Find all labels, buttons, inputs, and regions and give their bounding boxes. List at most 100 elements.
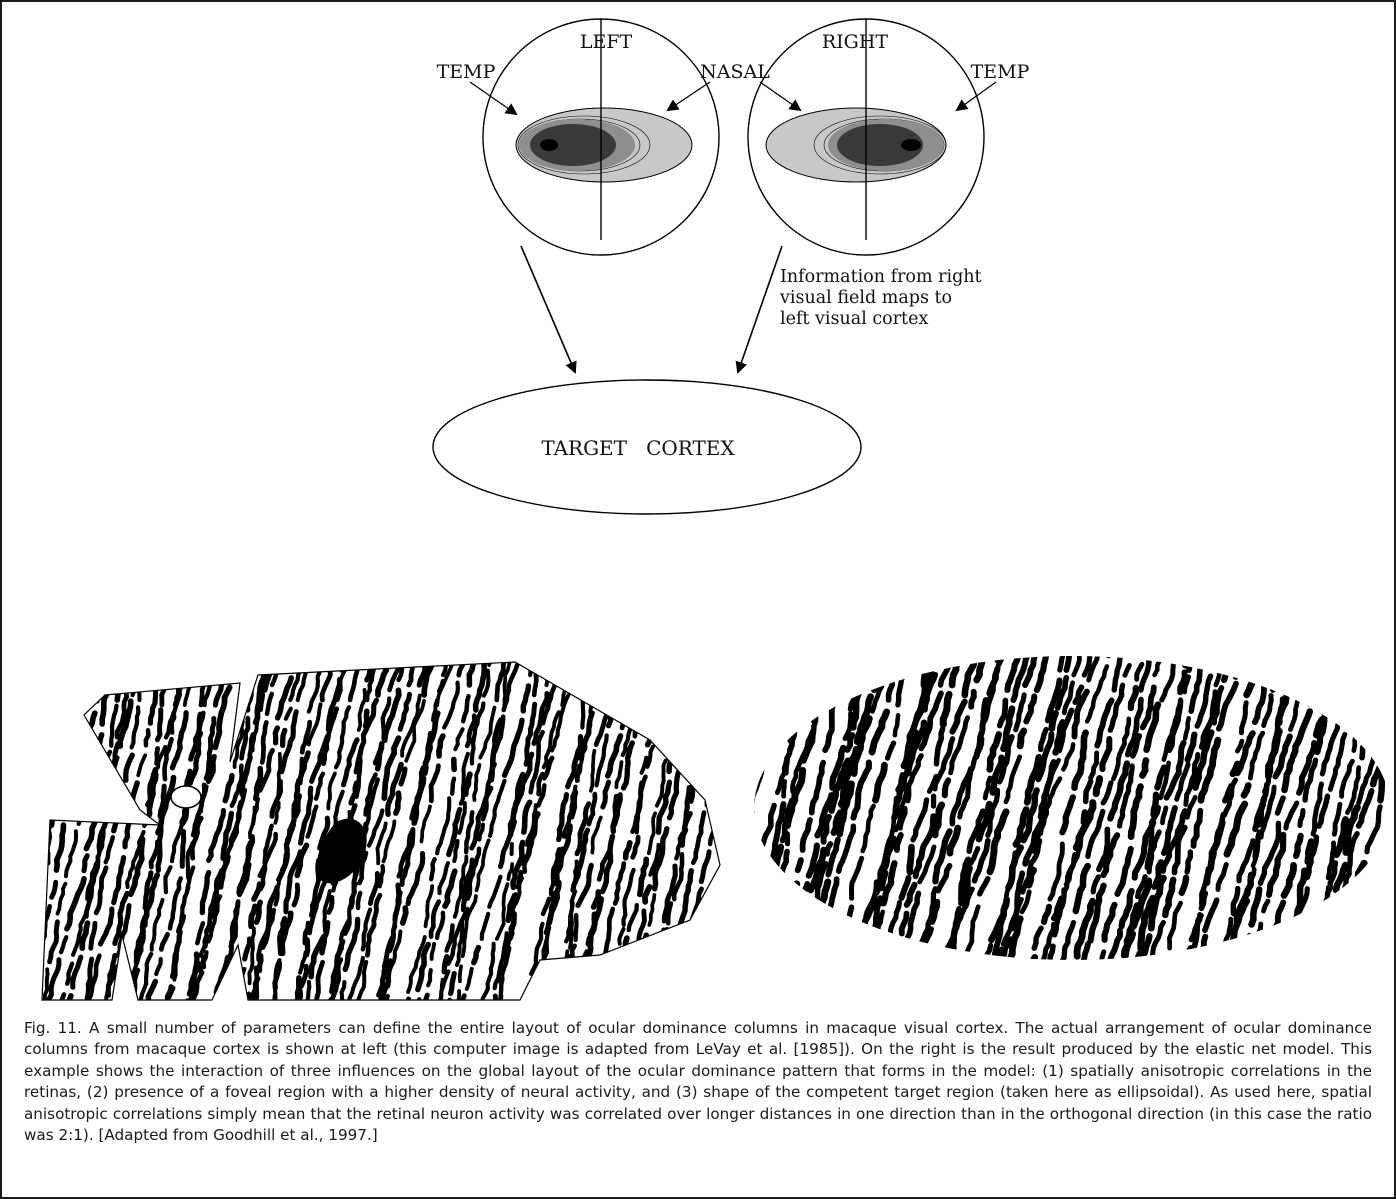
ocular-dominance-stripe <box>638 640 652 690</box>
ocular-dominance-stripe <box>761 696 783 756</box>
ocular-dominance-stripe <box>732 825 743 850</box>
ocular-dominance-stripe <box>758 678 766 713</box>
nasal-label: NASAL <box>700 61 770 83</box>
annotation-line-3: left visual cortex <box>780 309 928 329</box>
ocular-dominance-stripe <box>685 707 689 722</box>
ocular-dominance-stripe <box>647 650 655 675</box>
ocular-dominance-stripe <box>719 886 727 911</box>
ocular-dominance-stripe <box>689 955 706 1010</box>
ocular-dominance-stripe <box>415 999 419 1010</box>
ocular-dominance-stripe <box>572 792 576 817</box>
ocular-dominance-stripe <box>720 784 722 799</box>
ocular-dominance-stripe <box>341 650 343 670</box>
ocular-dominance-stripe <box>605 956 620 1006</box>
ocular-dominance-stripe <box>0 864 1 909</box>
ocular-dominance-stripe <box>733 779 740 834</box>
ocular-dominance-stripe <box>689 640 707 700</box>
ocular-dominance-stripe <box>38 650 40 675</box>
ocular-dominance-stripe <box>403 908 406 923</box>
ocular-dominance-stripe <box>1182 966 1193 996</box>
ocular-dominance-stripe <box>146 730 149 745</box>
ocular-dominance-stripe <box>1224 640 1239 680</box>
ocular-dominance-stripe <box>998 640 1000 660</box>
ocular-dominance-stripe <box>23 650 32 700</box>
ocular-dominance-stripe <box>636 975 653 1010</box>
ocular-dominance-stripe <box>133 650 143 695</box>
ocular-dominance-stripe <box>1376 700 1385 740</box>
ocular-dominance-stripe <box>37 650 50 695</box>
ocular-dominance-stripe <box>622 673 635 728</box>
ocular-dominance-stripe <box>782 640 788 665</box>
ocular-dominance-stripe <box>784 781 785 796</box>
ocular-dominance-stripe <box>565 1007 569 1010</box>
ocular-dominance-stripe <box>728 741 730 766</box>
ocular-dominance-stripe <box>33 705 36 740</box>
ocular-dominance-stripe <box>1138 971 1150 1010</box>
ocular-dominance-stripe <box>702 692 711 717</box>
ocular-dominance-stripe <box>1323 640 1325 655</box>
ocular-dominance-stripe <box>428 970 431 985</box>
ocular-dominance-stripe <box>653 707 659 737</box>
ocular-dominance-stripe <box>1339 900 1343 925</box>
ocular-dominance-stripe <box>62 650 67 690</box>
ocular-dominance-stripe <box>707 755 712 805</box>
ocular-dominance-stripe <box>582 693 584 728</box>
ocular-dominance-stripe <box>576 915 577 940</box>
ocular-dominance-stripe <box>706 936 709 951</box>
ocular-dominance-stripe <box>1359 640 1367 665</box>
ocular-dominance-stripe <box>719 897 723 912</box>
ocular-dominance-stripe <box>727 640 737 680</box>
ocular-dominance-stripe <box>113 650 118 665</box>
ocular-dominance-stripe <box>693 687 697 702</box>
ocular-dominance-stripe <box>261 695 263 710</box>
ocular-dominance-stripe <box>84 856 87 871</box>
ocular-dominance-stripe <box>635 681 644 736</box>
ocular-dominance-stripe <box>104 752 110 782</box>
ocular-dominance-stripe <box>776 675 782 700</box>
ocular-dominance-stripe <box>570 903 573 948</box>
ocular-dominance-stripe <box>565 951 568 966</box>
ocular-dominance-stripe <box>3 942 9 972</box>
ocular-dominance-stripe <box>128 650 136 675</box>
ocular-dominance-stripe <box>804 640 811 670</box>
ocular-dominance-stripe <box>643 676 652 726</box>
ocular-dominance-stripe <box>1142 761 1146 776</box>
ocular-dominance-stripe <box>275 728 277 743</box>
ocular-dominance-stripe <box>35 879 43 904</box>
ocular-dominance-stripe <box>1298 939 1311 984</box>
ocular-dominance-stripe <box>185 1001 188 1010</box>
ocular-dominance-stripe <box>12 712 21 752</box>
ocular-dominance-stripe <box>892 943 902 968</box>
ocular-dominance-stripe <box>678 650 683 675</box>
ocular-dominance-stripe <box>54 683 74 743</box>
ocular-dominance-stripe <box>736 950 752 1005</box>
ocular-dominance-stripe <box>1385 745 1392 770</box>
ocular-dominance-stripe <box>1029 870 1034 885</box>
ocular-dominance-stripe <box>79 774 91 824</box>
ocular-dominance-stripe <box>3 650 10 680</box>
ocular-dominance-stripe <box>657 701 672 751</box>
ocular-dominance-stripe <box>260 956 262 971</box>
ocular-dominance-stripe <box>1310 664 1323 704</box>
ocular-dominance-stripe <box>1239 935 1249 970</box>
left-fovea <box>540 139 558 151</box>
ocular-dominance-stripe <box>659 640 673 700</box>
ocular-dominance-stripe <box>689 727 701 777</box>
ocular-dominance-stripe <box>929 975 940 1010</box>
ocular-dominance-stripe <box>777 962 793 1010</box>
ocular-dominance-stripe <box>0 978 3 1010</box>
ocular-dominance-stripe <box>307 940 308 955</box>
ocular-dominance-stripe <box>1327 951 1331 981</box>
ocular-dominance-stripe <box>1380 775 1382 800</box>
ocular-dominance-stripe <box>1256 946 1271 996</box>
ocular-dominance-stripe <box>1315 962 1330 1010</box>
ocular-dominance-stripe <box>228 966 229 981</box>
ocular-dominance-stripe <box>1366 705 1376 735</box>
ocular-dominance-stripe <box>745 721 757 781</box>
ocular-dominance-stripe <box>1322 686 1327 711</box>
ocular-dominance-stripe <box>665 704 674 754</box>
ocular-dominance-stripe <box>20 836 33 891</box>
ocular-dominance-stripe <box>1 935 12 990</box>
ocular-dominance-stripe <box>938 640 945 665</box>
ocular-dominance-stripe <box>1020 731 1024 746</box>
